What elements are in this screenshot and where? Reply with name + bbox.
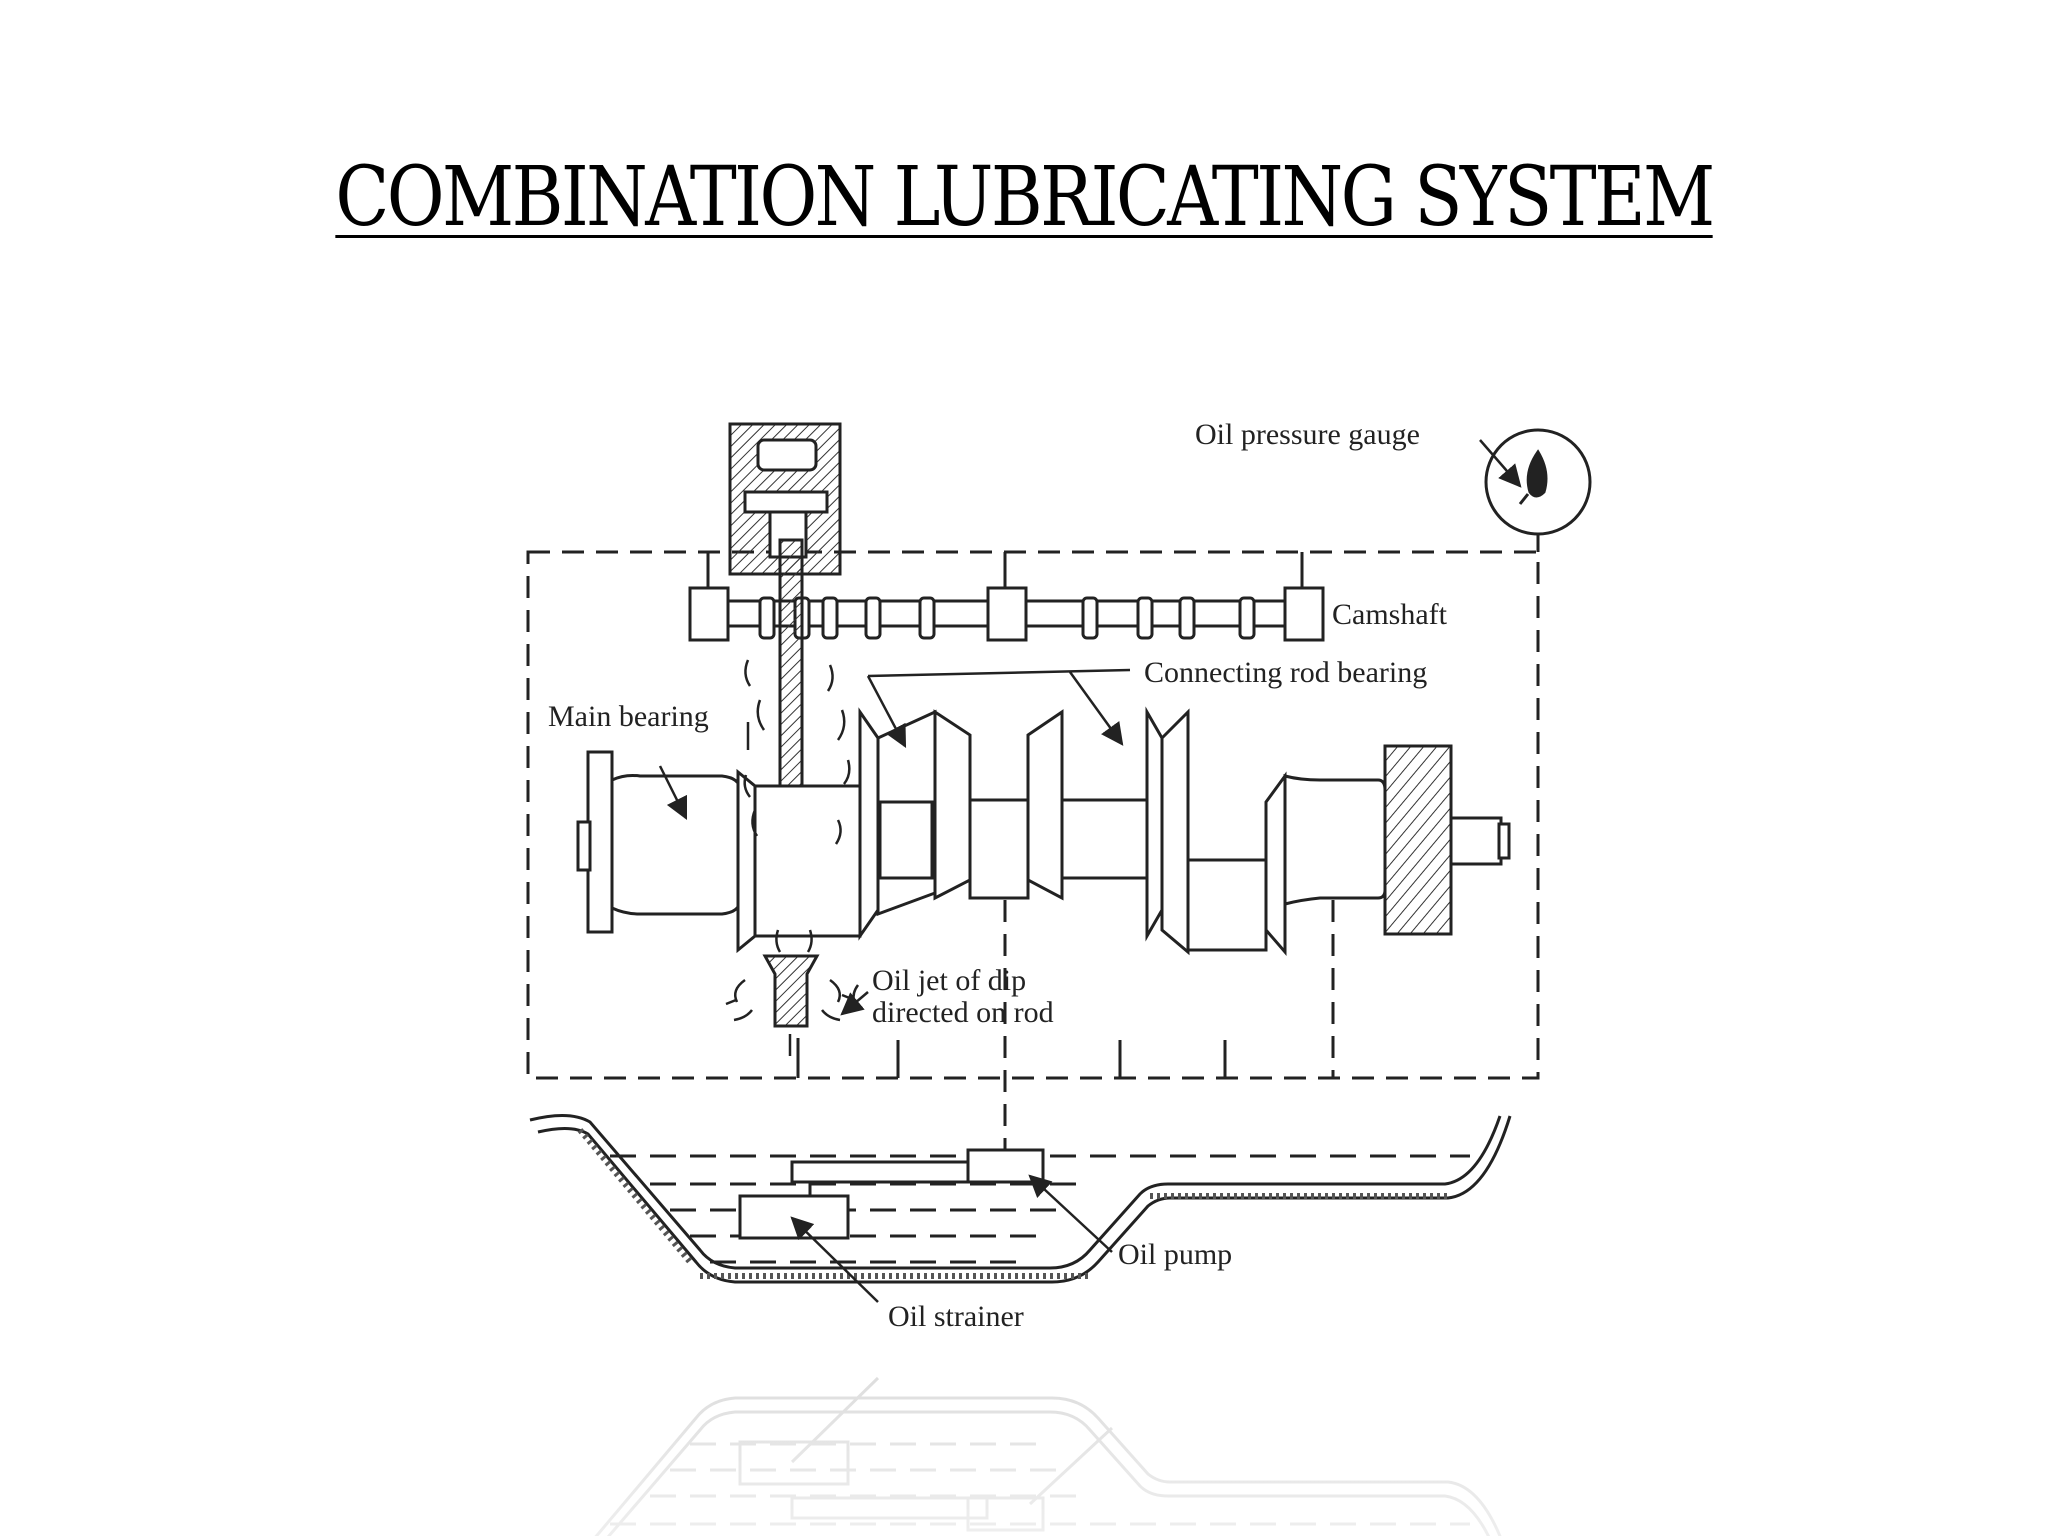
oil-pan bbox=[529, 1114, 1512, 1284]
label-camshaft: Camshaft bbox=[1332, 598, 1448, 631]
label-oil-jet-line-2: directed on rod bbox=[872, 996, 1054, 1029]
label-main-bearing: Main bearing bbox=[548, 700, 709, 733]
oil-splash bbox=[725, 659, 860, 1056]
camshaft-oil-feeds bbox=[706, 552, 1304, 1078]
crankshaft bbox=[576, 706, 1511, 957]
slide-title-text: COMBINATION LUBRICATING SYSTEM bbox=[335, 150, 1715, 245]
label-oil-pump: Oil pump bbox=[1118, 1238, 1232, 1271]
slide-title: COMBINATION LUBRICATING SYSTEM bbox=[143, 150, 1904, 245]
label-oil-strainer: Oil strainer bbox=[888, 1300, 1024, 1333]
camshaft bbox=[688, 586, 1325, 642]
diagram-labels: Oil pressure gauge Camshaft Connecting r… bbox=[548, 418, 1448, 1333]
reflection-fade bbox=[0, 1340, 2048, 1536]
label-oil-jet-line-1: Oil jet of dip bbox=[872, 964, 1026, 997]
label-connecting-rod-bearing: Connecting rod bearing bbox=[1144, 656, 1427, 689]
oil-pump-assembly bbox=[738, 1148, 1045, 1240]
label-arrows bbox=[658, 439, 1522, 1303]
label-oil-pressure-gauge: Oil pressure gauge bbox=[1195, 418, 1420, 451]
oil-pressure-gauge-icon bbox=[1484, 428, 1592, 536]
